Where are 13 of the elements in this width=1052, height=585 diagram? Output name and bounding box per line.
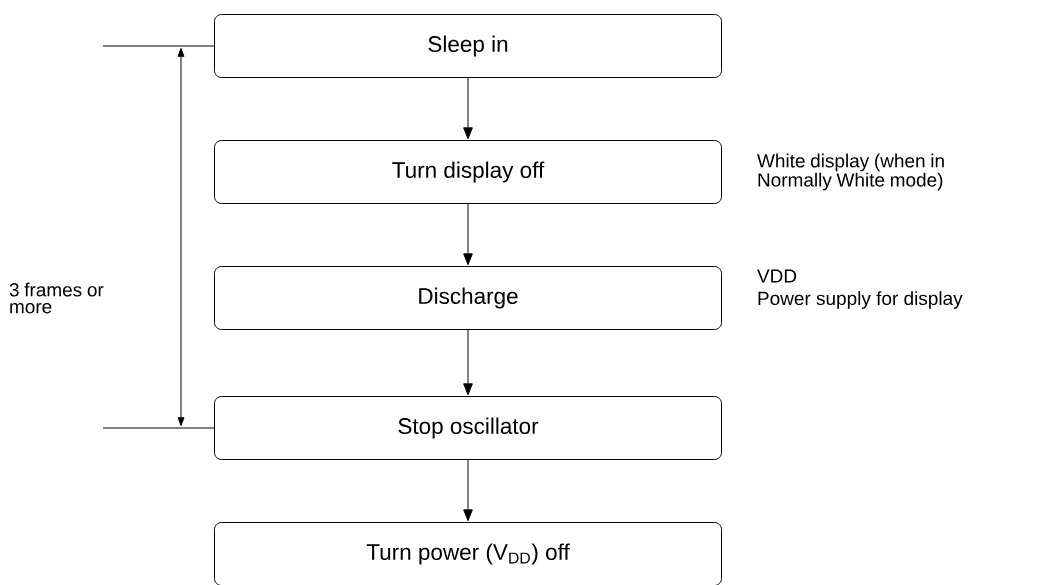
process-box: Stop oscillator bbox=[214, 396, 722, 460]
side-note: Power supply for display bbox=[758, 291, 963, 309]
arrow bbox=[463, 77, 473, 140]
process-box: Turn power (V$_{DD}$) off bbox=[214, 522, 722, 585]
arrow bbox=[463, 329, 473, 396]
process-box: Turn display off bbox=[214, 140, 722, 204]
dimension-label: 3 frames or more bbox=[9, 282, 104, 314]
arrow bbox=[463, 203, 473, 266]
process-box: Discharge bbox=[214, 266, 722, 330]
side-note: VDD bbox=[757, 269, 797, 283]
side-note: White display (when in Normally White mode) bbox=[757, 153, 944, 191]
arrow bbox=[463, 459, 473, 522]
process-box: Sleep in bbox=[214, 14, 722, 78]
